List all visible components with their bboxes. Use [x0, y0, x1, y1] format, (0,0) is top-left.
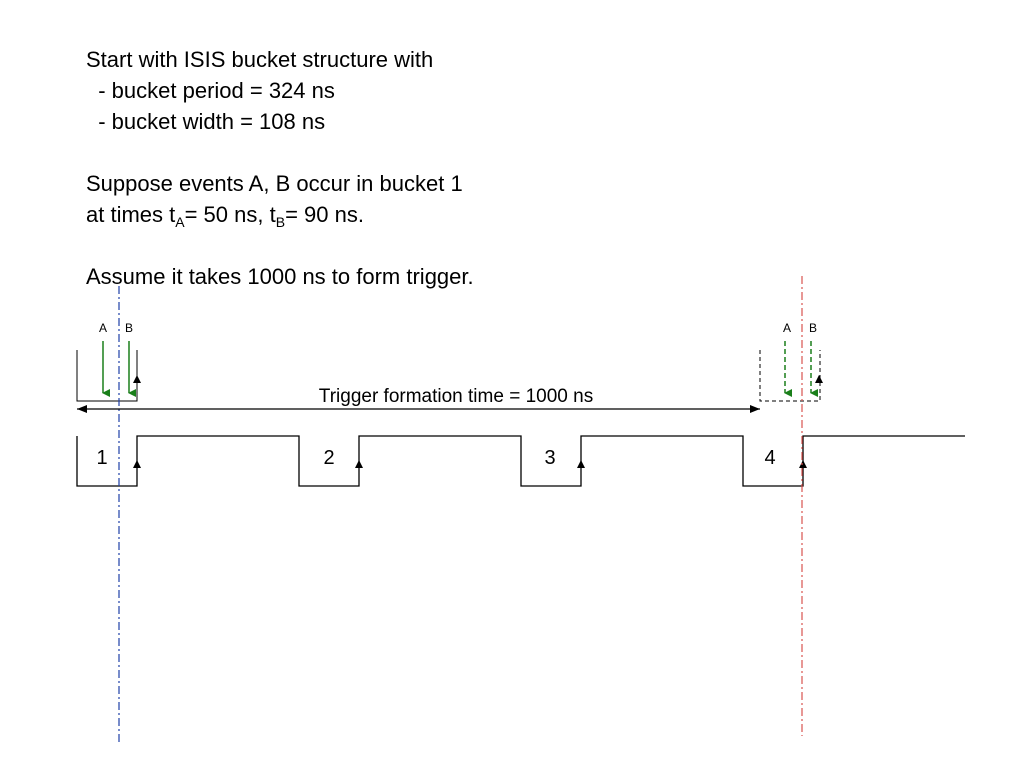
events-line-2: at times tA= 50 ns, tB= 90 ns.: [86, 199, 474, 230]
description-text: Start with ISIS bucket structure with - …: [86, 44, 474, 292]
event-window: [76, 350, 138, 402]
event-b-label: B: [125, 321, 133, 335]
subscript-b: B: [275, 214, 286, 230]
edge-arrow-icon: [133, 460, 141, 468]
edge-arrow-icon: [799, 460, 807, 468]
events-mid-a: = 50 ns, t: [184, 202, 276, 227]
delayed-event-a-label: A: [783, 321, 791, 335]
bucket-label-3: 3: [544, 447, 555, 469]
events-prefix: at times t: [86, 202, 176, 227]
edge-arrow-icon: [133, 375, 141, 383]
bucket-label-1: 1: [96, 447, 107, 469]
edge-arrow-icon: [355, 460, 363, 468]
intro-line-1: Start with ISIS bucket structure with: [86, 47, 434, 72]
edge-arrow-icon: [577, 460, 585, 468]
bucket-waveform: [76, 435, 965, 487]
assume-line: Assume it takes 1000 ns to form trigger.: [86, 264, 474, 289]
bucket-label-4: 4: [764, 447, 775, 469]
subscript-a: A: [175, 214, 185, 230]
delayed-event-b-label: B: [809, 321, 817, 335]
events-line-1: Suppose events A, B occur in bucket 1: [86, 171, 463, 196]
events-mid-b: = 90 ns.: [285, 202, 364, 227]
intro-line-3: - bucket width = 108 ns: [86, 109, 326, 134]
intro-line-2: - bucket period = 324 ns: [86, 78, 335, 103]
delayed-event-window: [759, 350, 821, 402]
trigger-label: Trigger formation time = 1000 ns: [319, 386, 593, 407]
bucket-label-2: 2: [323, 447, 334, 469]
event-a-label: A: [99, 321, 107, 335]
edge-arrow-icon: [815, 375, 823, 383]
